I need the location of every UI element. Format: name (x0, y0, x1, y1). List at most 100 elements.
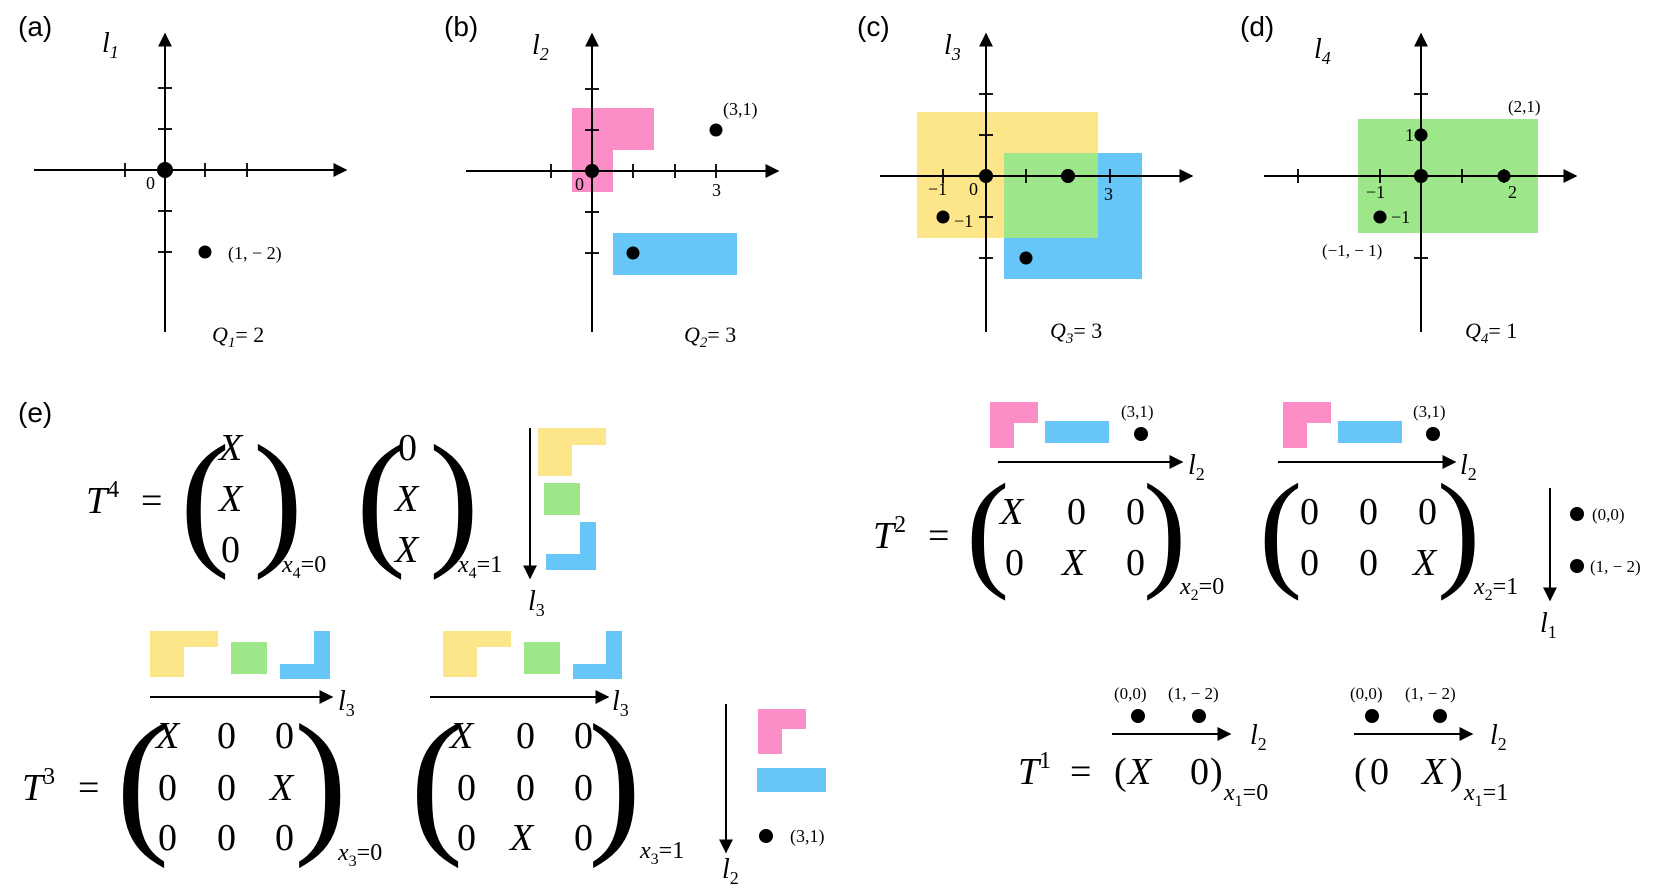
t2-point-1m2-label: (1, − 2) (1590, 557, 1641, 576)
panel-d-y1: 1 (1405, 125, 1414, 145)
t1-p00-label-1: (0,0) (1114, 684, 1147, 703)
t4-a-r3: 0 (221, 529, 240, 571)
t2-equation: (3,1) l2 (3,1) l2 T2 = ( ) X 0 0 0 X 0 x… (873, 402, 1641, 642)
t3-equals: = (78, 767, 99, 809)
t2-symbol: T2 (873, 512, 906, 557)
panel-c-q: Q3= 3 (1050, 318, 1102, 347)
t2-rparen-2: ) (1437, 458, 1480, 602)
t2-point-00 (1570, 507, 1584, 521)
t4-b-r2: X (393, 478, 420, 520)
t2-blue-bar-2 (1338, 421, 1402, 443)
t2-a-r2c3: 0 (1126, 542, 1145, 584)
t1-b-c1: 0 (1370, 751, 1389, 793)
panel-c-point-low (1019, 251, 1033, 265)
t1-equation: (0,0) (1, − 2) l2 (0,0) (1, − 2) l2 T1 =… (1018, 684, 1508, 810)
t4-blue-shape (546, 522, 596, 570)
panel-c-point-axis (1061, 169, 1075, 183)
t3-symbol: T3 (22, 764, 55, 809)
panel-c-tick-neg: −1 (928, 179, 947, 199)
panel-b-origin-point (585, 164, 599, 178)
panel-a-point-label: (1, − 2) (228, 243, 282, 264)
t3-b-r1c2: 0 (516, 715, 535, 757)
t3-b-r1c3: 0 (574, 715, 593, 757)
t1-b-c2: X (1420, 751, 1447, 793)
panel-a-axis-label: l1 (102, 28, 119, 62)
panel-b: (b) l2 0 3 (3,1) Q2= 3 (444, 11, 780, 351)
panel-a-label: (a) (18, 11, 52, 42)
panel-c-y-neg: −1 (954, 211, 973, 231)
t4-rparen-2: ) (429, 415, 479, 581)
t4-b-r3: X (393, 529, 420, 571)
t1-p1m2-label-1: (1, − 2) (1168, 684, 1219, 703)
panel-a-origin-point (157, 162, 173, 178)
t2-b-r1c2: 0 (1359, 491, 1378, 533)
panel-a-q: Q1= 2 (212, 322, 264, 351)
panel-d-q: Q4= 1 (1465, 318, 1517, 347)
panel-a-ticks (124, 87, 248, 253)
panel-b-tick-3: 3 (712, 180, 721, 200)
panel-b-axis-label: l2 (532, 30, 549, 64)
t3-a-r3c3: 0 (275, 817, 294, 859)
t1-point-1m2-2 (1433, 709, 1447, 723)
t2-a-r2c1: 0 (1005, 542, 1024, 584)
t2-pink-shape-2 (1283, 402, 1331, 448)
t3-b-r2c3: 0 (574, 767, 593, 809)
panel-b-origin-label: 0 (575, 174, 584, 194)
t2-lparen-2: ( (1259, 458, 1302, 602)
panel-d-point-21-label: (2,1) (1508, 97, 1541, 116)
t4-rparen-1: ) (253, 415, 303, 581)
t3-green-shape-1 (231, 642, 267, 674)
panel-a-origin-label: 0 (146, 173, 155, 193)
t3-l3-label-2: l3 (612, 686, 629, 720)
t1-lparen-2: ( (1354, 751, 1367, 793)
t1-sub-1: x1=1 (1463, 780, 1508, 810)
t3-point-label: (3,1) (790, 826, 825, 847)
panel-d-point-m1m1-label: (−1, − 1) (1322, 241, 1382, 260)
panel-c-origin-label: 0 (969, 179, 978, 199)
panel-c-axis-label: l3 (944, 30, 961, 64)
t2-point-1-label: (3,1) (1121, 402, 1154, 421)
t4-a-r1: X (217, 427, 244, 469)
t1-equals: = (1070, 751, 1091, 793)
t3-a-r3c1: 0 (158, 817, 177, 859)
t3-yellow-shape-2 (443, 631, 511, 677)
panel-b-point (709, 123, 723, 137)
t2-l2-label-1: l2 (1188, 450, 1205, 484)
t1-l2-label-1: l2 (1250, 720, 1267, 754)
t3-b-r1c1: X (448, 715, 475, 757)
t4-yellow-shape (538, 428, 606, 476)
panel-d-origin-point (1414, 169, 1428, 183)
panel-d: (d) l4 1 2 −1 −1 (2,1) (−1, − 1) Q4= 1 (1240, 11, 1578, 347)
t3-lparen-2: ( (410, 691, 463, 869)
t3-a-r1c2: 0 (217, 715, 236, 757)
t1-point-00-2 (1365, 709, 1379, 723)
t2-l1-label: l1 (1540, 608, 1557, 642)
t4-b-r1: 0 (398, 427, 417, 469)
t2-a-r1c2: 0 (1067, 491, 1086, 533)
panel-d-tick-2: 2 (1508, 182, 1517, 202)
t1-sub-0: x1=0 (1223, 780, 1268, 810)
t1-a-c2: 0 (1190, 751, 1209, 793)
t3-b-r2c1: 0 (457, 767, 476, 809)
t4-lparen-1: ( (180, 415, 230, 581)
t1-rparen-1: ) (1210, 751, 1223, 793)
t1-rparen-2: ) (1450, 751, 1463, 793)
t4-lparen-2: ( (356, 415, 406, 581)
t3-yellow-shape-1 (150, 631, 218, 677)
t3-lparen-1: ( (116, 691, 169, 869)
t3-a-r1c3: 0 (275, 715, 294, 757)
panel-c-point-neg (936, 210, 950, 224)
panel-c-green-overlap (1004, 153, 1098, 238)
t1-a-c1: X (1126, 751, 1153, 793)
t1-p00-label-2: (0,0) (1350, 684, 1383, 703)
t3-sub-1: x3=1 (639, 838, 684, 868)
t3-a-r3c2: 0 (217, 817, 236, 859)
t1-lparen-1: ( (1114, 751, 1127, 793)
t1-symbol: T1 (1018, 748, 1051, 793)
t2-b-r2c3: X (1411, 542, 1438, 584)
panel-b-pink-block (572, 108, 654, 192)
t4-l3-label: l3 (528, 586, 545, 620)
t3-b-r2c2: 0 (516, 767, 535, 809)
panel-c-origin-point (979, 169, 993, 183)
